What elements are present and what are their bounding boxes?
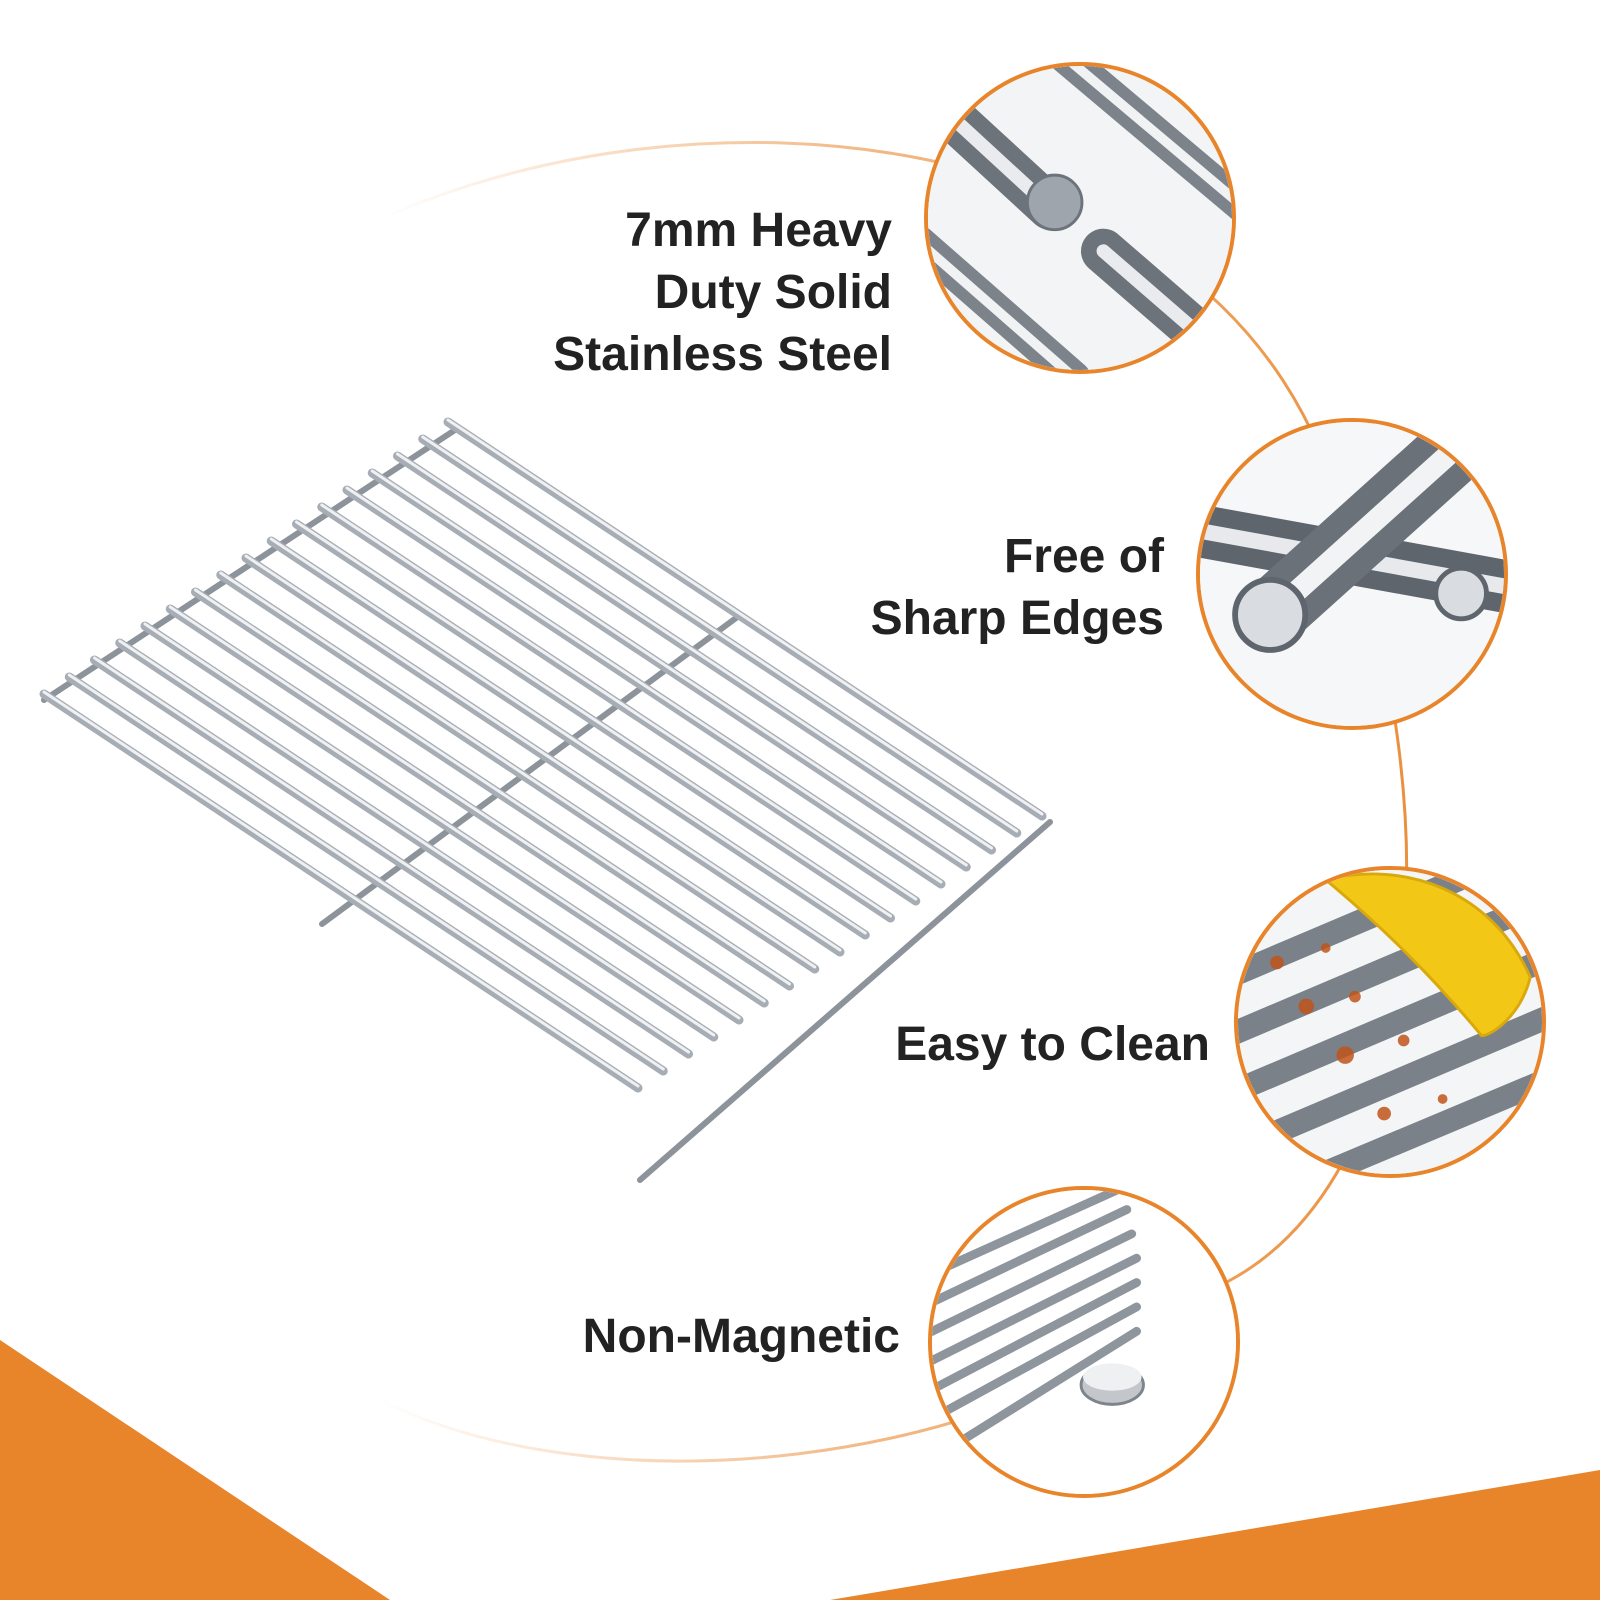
grate-rod [90,655,693,1059]
feature-label-edges: Free of Sharp Edges [704,526,1164,650]
grate-rod [165,604,769,1008]
grate-rod-highlight [295,520,892,918]
grate-rod-highlight [143,622,741,1020]
feature-label-line: Free of [1003,530,1164,583]
grate-rod [216,570,820,974]
grate-rod-highlight [118,639,716,1037]
grate-rod-highlight [168,605,766,1003]
grate-rod [443,417,1047,821]
grate-rod [317,502,921,906]
grate-rod-highlight [269,537,867,935]
feature-label-cleaning: Easy to Clean [710,1014,1210,1076]
grate-rod [241,553,845,957]
feature-label-line: Stainless Steel [553,328,892,381]
grate-rod [367,468,971,872]
sponge-cleaning-icon [1234,866,1546,1178]
grate-rod [393,451,996,855]
feature-label-magnetic: Non-Magnetic [440,1306,900,1368]
grate-rod [342,485,946,889]
grate-rod-highlight [446,418,1044,816]
feature-label-line: 7mm Heavy [625,204,892,257]
grate-rods [39,417,1047,1093]
grate-rod-highlight [67,673,665,1071]
grate-rod-highlight [370,469,968,867]
feature-label-line: Duty Solid [654,266,892,319]
rounded-rod-end-icon [1196,418,1508,730]
grate-rod-highlight [42,690,640,1088]
grate-rod-highlight [396,452,993,850]
feature-label-line: Easy to Clean [895,1018,1210,1071]
grate-rod [115,638,719,1042]
grate-rod-highlight [244,554,842,952]
feature-label-line: Sharp Edges [870,592,1164,645]
magnet-icon [928,1186,1240,1498]
grate-rod [266,536,870,940]
grate-rod [418,434,1022,838]
feature-label-line: Non-Magnetic [582,1310,900,1363]
grate-rod-highlight [93,656,690,1054]
grate-rod [64,672,668,1076]
grate-rod-highlight [320,503,918,901]
grate-rod-highlight [421,435,1019,833]
orange-band-bottom-left [0,1340,390,1600]
grate-rod [191,587,794,991]
grate-rod [292,519,895,923]
grate-rod-highlight [194,588,791,986]
feature-label-material: 7mm Heavy Duty Solid Stainless Steel [332,200,892,386]
grate-rod-highlight [219,571,817,969]
grate-rod-highlight [345,486,943,884]
grate-rod [39,689,643,1093]
grate-rod [140,621,744,1025]
solid-rod-cross-section-icon [924,62,1236,374]
orange-band-bottom-right [830,1470,1600,1600]
